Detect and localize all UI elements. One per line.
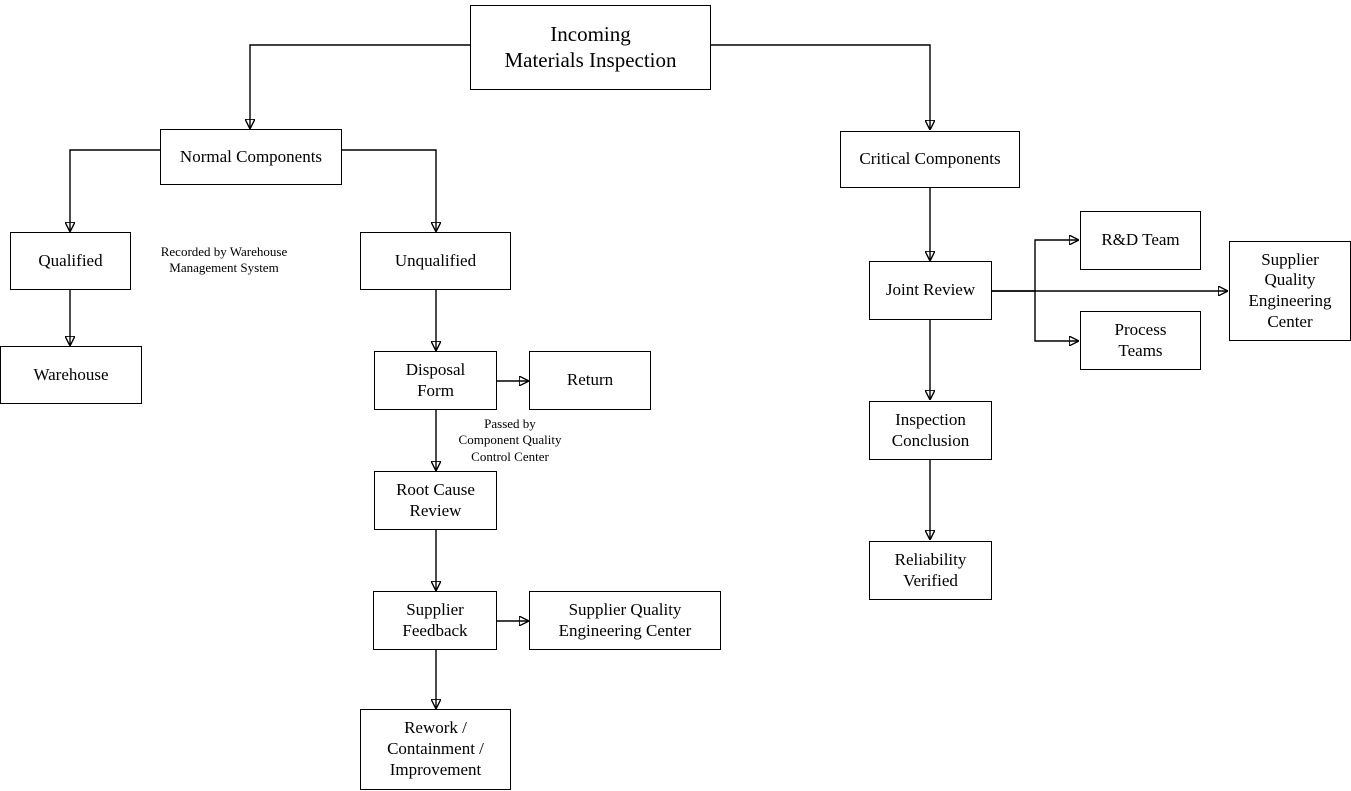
node-normal-components[interactable]: Normal Components xyxy=(160,129,342,185)
node-inspection-conclusion[interactable]: Inspection Conclusion xyxy=(869,401,992,460)
node-rnd-team[interactable]: R&D Team xyxy=(1080,211,1201,270)
node-critical-components[interactable]: Critical Components xyxy=(840,131,1020,188)
node-process-teams[interactable]: Process Teams xyxy=(1080,311,1201,370)
edge-normal-to-unqualified xyxy=(342,149,436,231)
edge-root-to-normal-components xyxy=(250,44,470,128)
node-reliability-verified[interactable]: Reliability Verified xyxy=(869,541,992,600)
node-incoming-materials-inspection[interactable]: Incoming Materials Inspection xyxy=(470,5,711,90)
node-supplier-feedback[interactable]: Supplier Feedback xyxy=(373,591,497,650)
node-qualified[interactable]: Qualified xyxy=(10,232,131,290)
node-warehouse[interactable]: Warehouse xyxy=(0,346,142,404)
edge-normal-to-qualified xyxy=(70,149,160,231)
node-unqualified[interactable]: Unqualified xyxy=(360,232,511,290)
edge-label-warehouse-management-system: Recorded by Warehouse Management System xyxy=(160,244,288,276)
edge-joint-review-to-rnd-team xyxy=(991,240,1078,292)
edge-root-to-critical-components xyxy=(710,44,930,129)
node-disposal-form[interactable]: Disposal Form xyxy=(374,351,497,410)
edge-label-component-quality-control-center: Passed by Component Quality Control Cent… xyxy=(458,416,562,464)
node-sqec-right[interactable]: Supplier Quality Engineering Center xyxy=(1229,241,1351,341)
node-root-cause-review[interactable]: Root Cause Review xyxy=(374,471,497,530)
node-joint-review[interactable]: Joint Review xyxy=(869,261,992,320)
edge-joint-review-to-process-teams xyxy=(1034,291,1078,341)
node-rework-containment-improvement[interactable]: Rework / Containment / Improvement xyxy=(360,709,511,790)
node-supplier-quality-engineering-center[interactable]: Supplier Quality Engineering Center xyxy=(529,591,721,650)
node-return[interactable]: Return xyxy=(529,351,651,410)
